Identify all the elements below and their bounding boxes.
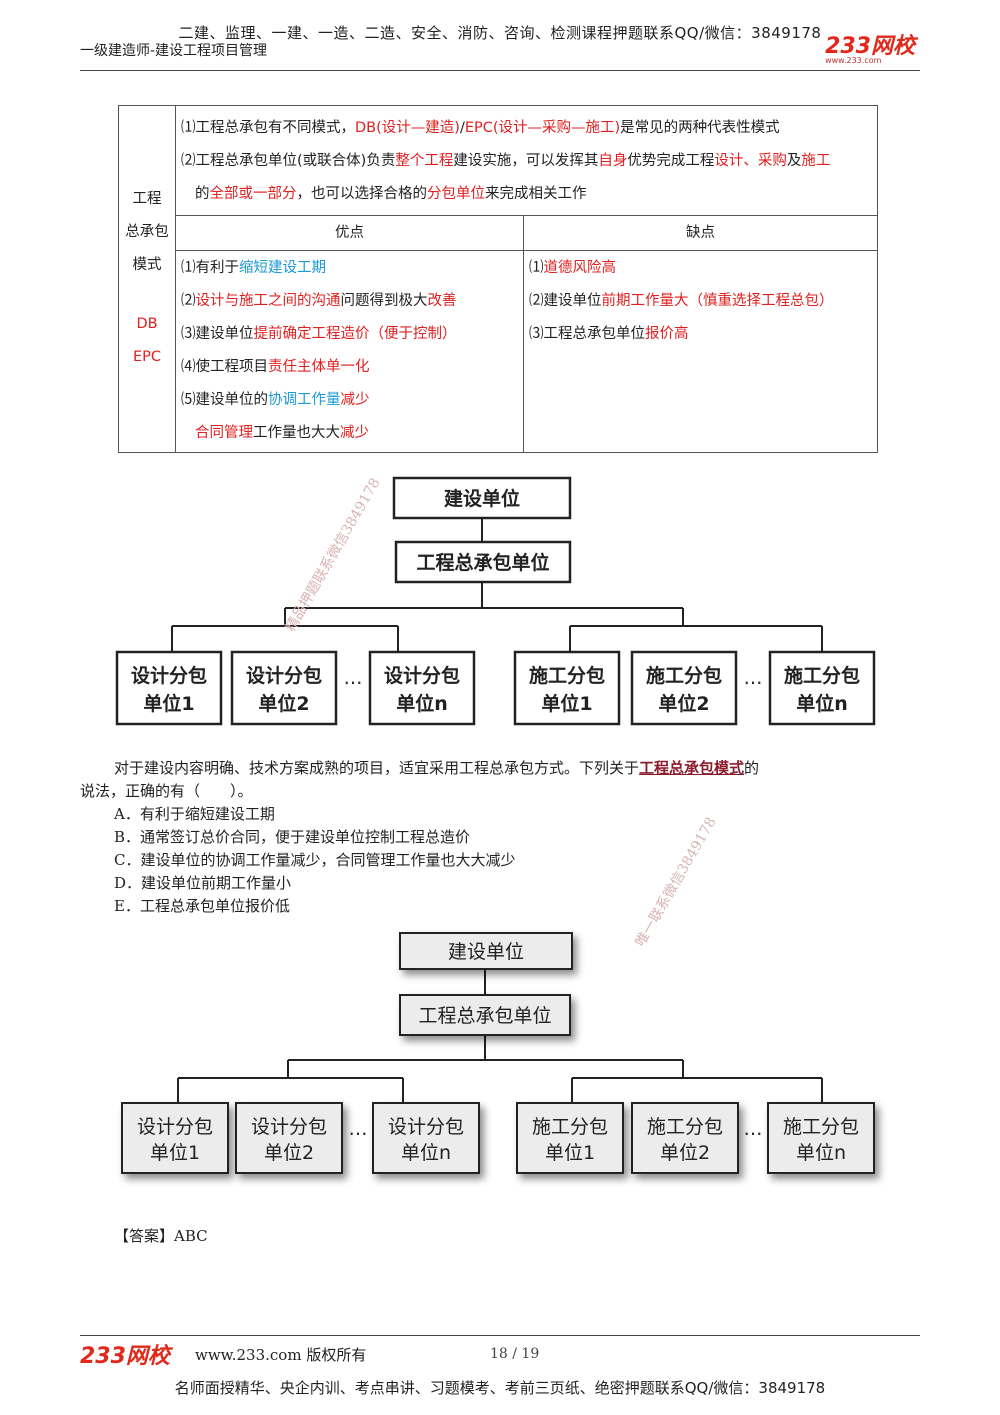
org-chart-1: 建设单位 工程总承包单位 设计分包 单位1 设计分包 单位2 设计分包 单位n … — [115, 476, 876, 726]
org-node-general-contractor: 工程总承包单位 — [418, 1005, 551, 1027]
org-node-unit-label: 单位n — [796, 692, 848, 715]
org-node-design-sub: 设计分包 — [251, 1116, 327, 1138]
side-label-line: 总承包 — [125, 224, 169, 240]
org-node-construction-sub: 施工分包 — [532, 1116, 608, 1138]
table-side-label: 工程 总承包 模式 DB EPC — [118, 105, 176, 453]
option-a: A．有利于缩短建设工期 — [114, 805, 275, 823]
brand-logo: 233网校 www.233.com — [825, 28, 915, 65]
intro-line: 的全部或一部分，也可以选择合格的分包单位来完成相关工作 — [195, 186, 587, 202]
pro-item: ⑵设计与施工之间的沟通问题得到极大改善 — [181, 293, 457, 309]
footer-logo: 233网校 — [80, 1344, 170, 1369]
con-item: ⑶工程总承包单位报价高 — [529, 326, 689, 342]
header-top-line: 二建、监理、一建、一造、二造、安全、消防、咨询、检测课程押题联系QQ/微信：38… — [178, 24, 822, 42]
pros-cell: ⑴有利于缩短建设工期 ⑵设计与施工之间的沟通问题得到极大改善 ⑶建设单位提前确定… — [175, 250, 524, 453]
org-ellipsis: … — [744, 1118, 763, 1140]
side-label-line: 模式 — [132, 257, 162, 273]
org-node-construction-sub: 施工分包 — [784, 664, 860, 687]
org-node-unit-label: 单位n — [796, 1142, 846, 1164]
option-e: E．工程总承包单位报价低 — [114, 897, 290, 915]
pro-item: ⑸建设单位的协调工作量减少 — [181, 392, 370, 408]
org-node-unit-label: 单位1 — [545, 1142, 595, 1164]
org-node-construction-sub: 施工分包 — [783, 1116, 859, 1138]
org-ellipsis: … — [349, 1118, 368, 1140]
org-node-owner: 建设单位 — [448, 941, 524, 963]
org-node-design-sub: 设计分包 — [388, 1116, 464, 1138]
org-node-unit-label: 单位2 — [660, 1142, 710, 1164]
option-d: D．建设单位前期工作量小 — [114, 874, 292, 892]
org-ellipsis: … — [744, 667, 763, 689]
org-node-unit-label: 单位1 — [150, 1142, 200, 1164]
question-block: 对于建设内容明确、技术方案成熟的项目，适宜采用工程总承包方式。下列关于工程总承包… — [80, 757, 920, 918]
org-node-unit-label: 单位1 — [143, 692, 194, 715]
question-stem: 对于建设内容明确、技术方案成熟的项目，适宜采用工程总承包方式。下列关于工程总承包… — [114, 759, 760, 777]
pro-item: ⑷使工程项目责任主体单一化 — [181, 359, 370, 375]
pro-item: ⑴有利于缩短建设工期 — [181, 260, 326, 276]
org-node-unit-label: 单位1 — [541, 692, 592, 715]
footer-promo-line: 名师面授精华、央企内训、考点串讲、习题模考、考前三页纸、绝密押题联系QQ/微信：… — [174, 1379, 826, 1397]
intro-line: ⑴工程总承包有不同模式，DB(设计—建造)/EPC(设计—采购—施工)是常见的两… — [181, 120, 780, 136]
org-node-unit-label: 单位2 — [258, 692, 309, 715]
column-header-pros: 优点 — [175, 215, 524, 251]
page-number: 18 / 19 — [490, 1346, 540, 1362]
side-label-db: DB — [136, 316, 158, 332]
org-node-construction-sub: 施工分包 — [646, 664, 722, 687]
org-node-construction-sub: 施工分包 — [647, 1116, 723, 1138]
org-node-design-sub: 设计分包 — [131, 664, 207, 687]
side-label-line: 工程 — [132, 191, 162, 207]
con-item: ⑴道德风险高 — [529, 260, 616, 276]
org-node-unit-label: 单位2 — [264, 1142, 314, 1164]
org-node-unit-label: 单位n — [401, 1142, 451, 1164]
con-item: ⑵建设单位前期工作量大（慎重选择工程总包） — [529, 293, 834, 309]
intro-cell: ⑴工程总承包有不同模式，DB(设计—建造)/EPC(设计—采购—施工)是常见的两… — [175, 105, 878, 216]
side-label-epc: EPC — [132, 349, 162, 365]
footer-copyright: www.233.com 版权所有 — [195, 1346, 367, 1364]
option-b: B．通常签订总价合同，便于建设单位控制工程总造价 — [114, 828, 471, 846]
org-node-general-contractor: 工程总承包单位 — [416, 551, 549, 574]
org-ellipsis: … — [344, 667, 363, 689]
document-subtitle: 一级建造师-建设工程项目管理 — [80, 43, 268, 59]
org-node-design-sub: 设计分包 — [246, 664, 322, 687]
answer-text: 【答案】ABC — [114, 1227, 208, 1245]
option-c: C．建设单位的协调工作量减少，合同管理工作量也大大减少 — [114, 851, 516, 869]
footer-divider — [80, 1335, 920, 1336]
pro-item: ⑶建设单位提前确定工程造价（便于控制） — [181, 326, 457, 342]
org-node-design-sub: 设计分包 — [384, 664, 460, 687]
question-keyword: 工程总承包模式 — [639, 759, 745, 777]
cons-cell: ⑴道德风险高 ⑵建设单位前期工作量大（慎重选择工程总包） ⑶工程总承包单位报价高 — [523, 250, 878, 453]
intro-line: ⑵工程总承包单位(或联合体)负责整个工程建设实施，可以发挥其自身优势完成工程设计… — [181, 153, 831, 169]
org-node-construction-sub: 施工分包 — [529, 664, 605, 687]
org-node-unit-label: 单位2 — [658, 692, 709, 715]
header-divider — [80, 70, 920, 71]
pro-item: 合同管理工作量也大大减少 — [195, 425, 369, 441]
question-stem-cont: 说法，正确的有（ ）。 — [80, 782, 253, 800]
brand-logo-url: www.233.com — [825, 56, 882, 65]
org-node-owner: 建设单位 — [444, 487, 520, 510]
brand-logo-text: 233网校 — [825, 34, 915, 59]
org-node-design-sub: 设计分包 — [137, 1116, 213, 1138]
org-node-unit-label: 单位n — [396, 692, 448, 715]
column-header-cons: 缺点 — [523, 215, 878, 251]
summary-table: 工程 总承包 模式 DB EPC ⑴工程总承包有不同模式，DB(设计—建造)/E… — [118, 105, 878, 453]
org-chart-2: 建设单位 工程总承包单位 设计分包 单位1 设计分包 单位2 设计分包 单位n … — [121, 932, 875, 1174]
